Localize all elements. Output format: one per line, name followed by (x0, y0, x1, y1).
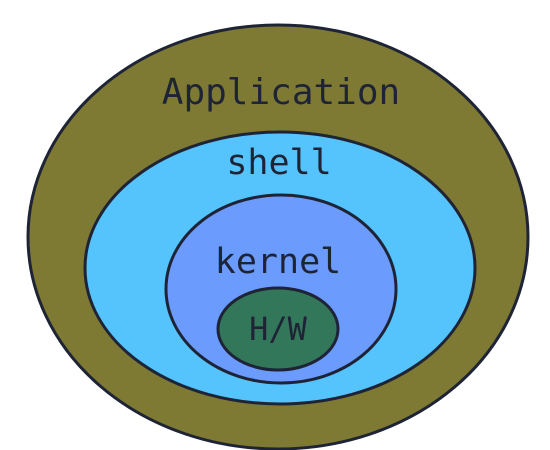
shell-label: shell (226, 143, 331, 183)
hardware-layer (216, 286, 340, 372)
hardware-label: H/W (249, 310, 308, 348)
kernel-label: kernel (215, 242, 341, 282)
application-label: Application (162, 72, 400, 113)
